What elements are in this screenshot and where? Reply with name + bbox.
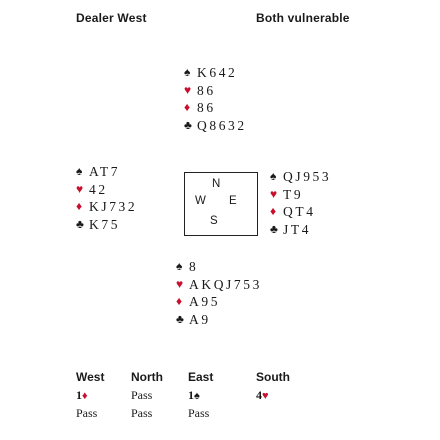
south-clubs-cards: A9 (189, 311, 211, 327)
south-hearts-row: ♥ AKQJ753 (176, 276, 262, 294)
south-hearts-cards: AKQJ753 (189, 276, 262, 292)
vulnerability-label: Both vulnerable (256, 11, 350, 25)
diamonds-icon: ♦ (176, 294, 183, 308)
spades-icon: ♠ (176, 259, 183, 273)
south-spades-row: ♠8 (176, 258, 262, 276)
east-spades-row: ♠ QJ953 (270, 168, 331, 186)
south-spades-cards: 8 (189, 259, 199, 274)
west-spades-row: ♠ AT7 (76, 163, 137, 181)
north-diamonds-cards: 86 (197, 100, 216, 115)
compass-south: S (210, 215, 218, 227)
west-spades-cards: AT7 (89, 164, 121, 179)
auction-header-east: East (188, 370, 214, 384)
north-diamonds-row: ♦ 86 (184, 99, 247, 117)
clubs-icon: ♣ (176, 311, 184, 326)
north-hearts-cards: 86 (197, 82, 216, 98)
clubs-icon: ♣ (76, 216, 84, 231)
west-clubs-cards: K75 (89, 216, 121, 232)
bid-level: 1 (188, 388, 194, 402)
hearts-icon: ♥ (176, 276, 184, 291)
north-spades-cards: K642 (197, 65, 238, 80)
spades-icon: ♠ (76, 164, 83, 178)
auction-bid: Pass (131, 406, 153, 420)
auction-header-west: West (76, 370, 105, 384)
auction-bid: 1♦ (76, 388, 88, 403)
south-diamonds-cards: A95 (189, 294, 221, 309)
east-clubs-row: ♣ JT4 (270, 221, 331, 239)
compass-west: W (195, 195, 206, 207)
compass-north: N (212, 178, 221, 190)
east-hand: ♠ QJ953 ♥ T9 ♦ QT4 ♣ JT4 (270, 168, 331, 238)
east-spades-cards: QJ953 (283, 169, 332, 184)
east-diamonds-cards: QT4 (283, 204, 316, 219)
east-hearts-cards: T9 (283, 186, 304, 202)
dealer-label: Dealer West (76, 11, 147, 25)
spades-icon: ♠ (194, 390, 200, 402)
north-clubs-row: ♣ Q8632 (184, 117, 247, 135)
auction-header-south: South (256, 370, 290, 384)
north-clubs-cards: Q8632 (197, 117, 247, 133)
auction-bid: 1♠ (188, 388, 200, 403)
auction-bid: 4♥ (256, 388, 269, 403)
bid-level: 4 (256, 388, 262, 402)
south-diamonds-row: ♦ A95 (176, 293, 262, 311)
west-clubs-row: ♣ K75 (76, 216, 137, 234)
west-diamonds-cards: KJ732 (89, 199, 138, 214)
south-hand: ♠8♥AKQJ753♦A95♣A9 (176, 258, 262, 328)
auction-bid: Pass (188, 406, 210, 420)
auction-bid: Pass (76, 406, 98, 420)
auction-header-north: North (131, 370, 163, 384)
spades-icon: ♠ (184, 65, 191, 79)
west-hand: ♠ AT7 ♥ 42 ♦ KJ732 ♣ K75 (76, 163, 137, 233)
diamonds-icon: ♦ (270, 204, 277, 218)
hearts-icon: ♥ (270, 186, 278, 201)
east-clubs-cards: JT4 (283, 221, 312, 237)
diamonds-icon: ♦ (184, 100, 191, 114)
diamonds-icon: ♦ (76, 199, 83, 213)
west-hearts-cards: 42 (89, 181, 108, 197)
north-spades-row: ♠ K642 (184, 64, 247, 82)
clubs-icon: ♣ (270, 221, 278, 236)
hearts-icon: ♥ (262, 390, 269, 402)
hearts-icon: ♥ (184, 82, 192, 97)
auction-bid: Pass (131, 388, 153, 402)
bid-level: 1 (76, 388, 82, 402)
compass-box: N W E S (184, 172, 258, 236)
clubs-icon: ♣ (184, 117, 192, 132)
east-diamonds-row: ♦ QT4 (270, 203, 331, 221)
east-hearts-row: ♥ T9 (270, 186, 331, 204)
south-clubs-row: ♣ A9 (176, 311, 262, 329)
west-hearts-row: ♥ 42 (76, 181, 137, 199)
north-hearts-row: ♥ 86 (184, 82, 247, 100)
compass-east: E (229, 195, 237, 207)
diamonds-icon: ♦ (82, 390, 88, 402)
hearts-icon: ♥ (76, 181, 84, 196)
north-hand: ♠ K642 ♥ 86 ♦ 86 ♣ Q8632 (184, 64, 247, 134)
west-diamonds-row: ♦ KJ732 (76, 198, 137, 216)
spades-icon: ♠ (270, 169, 277, 183)
